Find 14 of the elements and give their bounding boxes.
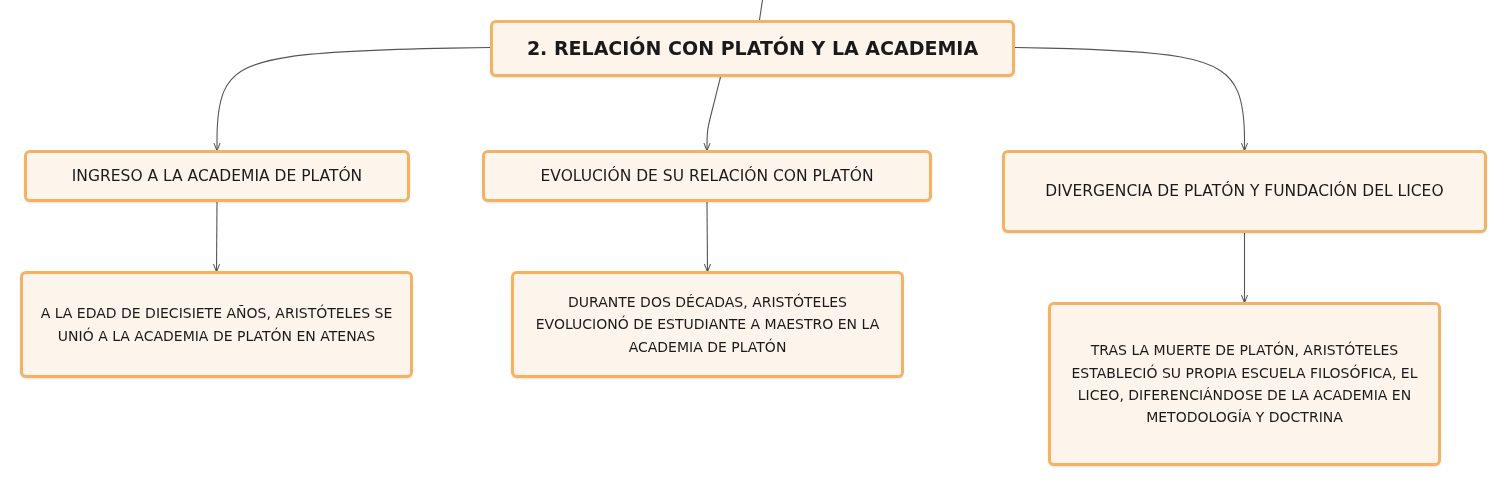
arrow (703, 201, 712, 273)
topic-box: 2. RELACIÓN CON PLATÓN Y LA ACADEMIA (490, 20, 1015, 77)
concept-box: DIVERGENCIA DE PLATÓN Y FUNDACIÓN DEL LICEO (1002, 150, 1487, 233)
concept-box: EVOLUCIÓN DE SU RELACIÓN CON PLATÓN (482, 150, 932, 202)
concept-box: DURANTE DOS DÉCADAS, ARISTÓTELES EVOLUCIONÓ DE ESTUDIANTE A MAESTRO EN LA ACADEMIA DE PLATÓN (511, 271, 904, 378)
concept-box: TRAS LA MUERTE DE PLATÓN, ARISTÓTELES ESTABLECIÓ SU PROPIA ESCUELA FILOSÓFICA, EL LICEO, DIFERENCIÁNDOSE DE LA ACADEMIA EN METODOLOGÍA Y DOCTRINA (1048, 302, 1441, 466)
arrow (1240, 232, 1249, 304)
concept-box: A LA EDAD DE DIECISIETE AÑOS, ARISTÓTELES SE UNIÓ A LA ACADEMIA DE PLATÓN EN ATENAS (20, 271, 413, 378)
arrow (213, 46, 491, 152)
arrow (212, 201, 221, 273)
concept-box: INGRESO A LA ACADEMIA DE PLATÓN (24, 150, 410, 202)
arrow (703, 76, 722, 152)
arrow (1014, 46, 1249, 152)
connector-line (758, 0, 764, 21)
